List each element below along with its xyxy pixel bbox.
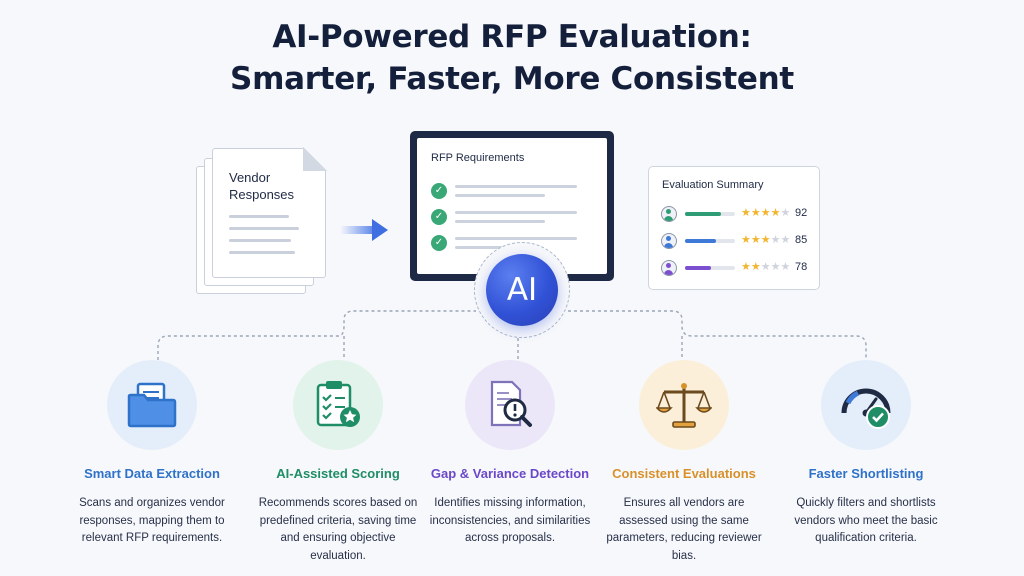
flow-arrow-shaft [340,226,374,234]
text-line [229,215,289,218]
score-value: 92 [795,207,808,219]
ai-badge: AI [486,254,558,326]
requirement-line [455,237,577,240]
document-magnifier-icon [484,379,536,431]
feature-title: Faster Shortlisting [808,466,924,481]
star-rating: ★★★★★ [741,233,790,246]
star-filled-icon: ★ [750,261,761,273]
star-empty-icon: ★ [780,207,791,219]
evaluation-summary-card: Evaluation Summary ★★★★★92★★★★★85★★★★★78 [648,166,820,290]
star-rating: ★★★★★ [741,260,790,273]
feature-icon-circle [639,360,729,450]
speedometer-check-icon [838,379,894,431]
feature-icon-circle [107,360,197,450]
star-filled-icon: ★ [750,207,761,219]
feature-description: Ensures all vendors are assessed using t… [606,497,762,562]
star-empty-icon: ★ [780,234,791,246]
page-fold-icon [303,147,327,171]
feature-title: Consistent Evaluations [612,466,756,481]
evaluation-row: ★★★★★85 [661,232,811,250]
score-value: 85 [795,234,808,246]
user-avatar-icon [661,206,677,222]
folder-document-icon [126,382,178,428]
star-filled-icon: ★ [750,234,761,246]
star-rating: ★★★★★ [741,206,790,219]
star-filled-icon: ★ [741,207,751,219]
star-filled-icon: ★ [760,234,771,246]
text-line [229,227,299,230]
check-icon: ✓ [431,235,447,251]
star-filled-icon: ★ [770,207,781,219]
star-filled-icon: ★ [741,261,751,273]
feature-title: Smart Data Extraction [84,466,220,481]
balance-scale-icon [656,380,712,430]
requirement-line [455,246,515,249]
feature-icon-circle [465,360,555,450]
user-avatar-icon [661,233,677,249]
vendor-doc-label-line2: Responses [229,187,295,202]
feature-icon-circle [821,360,911,450]
score-bar-fill [685,266,711,270]
feature-description: Recommends scores based on predefined cr… [258,497,418,562]
page-title-line2: Smarter, Faster, More Consistent [230,61,794,97]
evaluation-row: ★★★★★92 [661,205,811,223]
requirement-line [455,211,577,214]
score-value: 78 [795,261,808,273]
star-filled-icon: ★ [760,207,771,219]
star-empty-icon: ★ [770,261,781,273]
rfp-screen-title: RFP Requirements [431,152,525,164]
feature-description: Scans and organizes vendor responses, ma… [79,497,225,544]
feature-description: Identifies missing information, inconsis… [429,497,591,544]
feature-description: Quickly filters and shortlists vendors w… [794,497,938,544]
vendor-doc-front: Vendor Responses [212,147,327,278]
score-bar-track [685,212,735,216]
score-bar-fill [685,212,721,216]
clipboard-star-icon [312,379,364,431]
evaluation-row: ★★★★★78 [661,259,811,277]
requirement-line [455,194,545,197]
check-icon: ✓ [431,183,447,199]
requirement-line [455,185,577,188]
check-icon: ✓ [431,209,447,225]
vendor-doc-label: Vendor Responses [229,169,294,203]
feature-title: Gap & Variance Detection [430,466,590,481]
score-bar-track [685,239,735,243]
requirement-line [455,220,545,223]
score-bar-fill [685,239,716,243]
flow-arrow-icon [372,219,388,241]
evaluation-summary-title: Evaluation Summary [662,179,764,191]
vendor-doc-label-line1: Vendor [229,170,271,185]
star-empty-icon: ★ [760,261,771,273]
star-filled-icon: ★ [741,234,751,246]
score-bar-track [685,266,735,270]
page-title-line1: AI-Powered RFP Evaluation: [272,19,752,55]
text-line [229,251,295,254]
feature-title: AI-Assisted Scoring [276,466,400,481]
feature-icon-circle [293,360,383,450]
user-avatar-icon [661,260,677,276]
star-empty-icon: ★ [770,234,781,246]
text-line [229,239,291,242]
star-empty-icon: ★ [780,261,791,273]
